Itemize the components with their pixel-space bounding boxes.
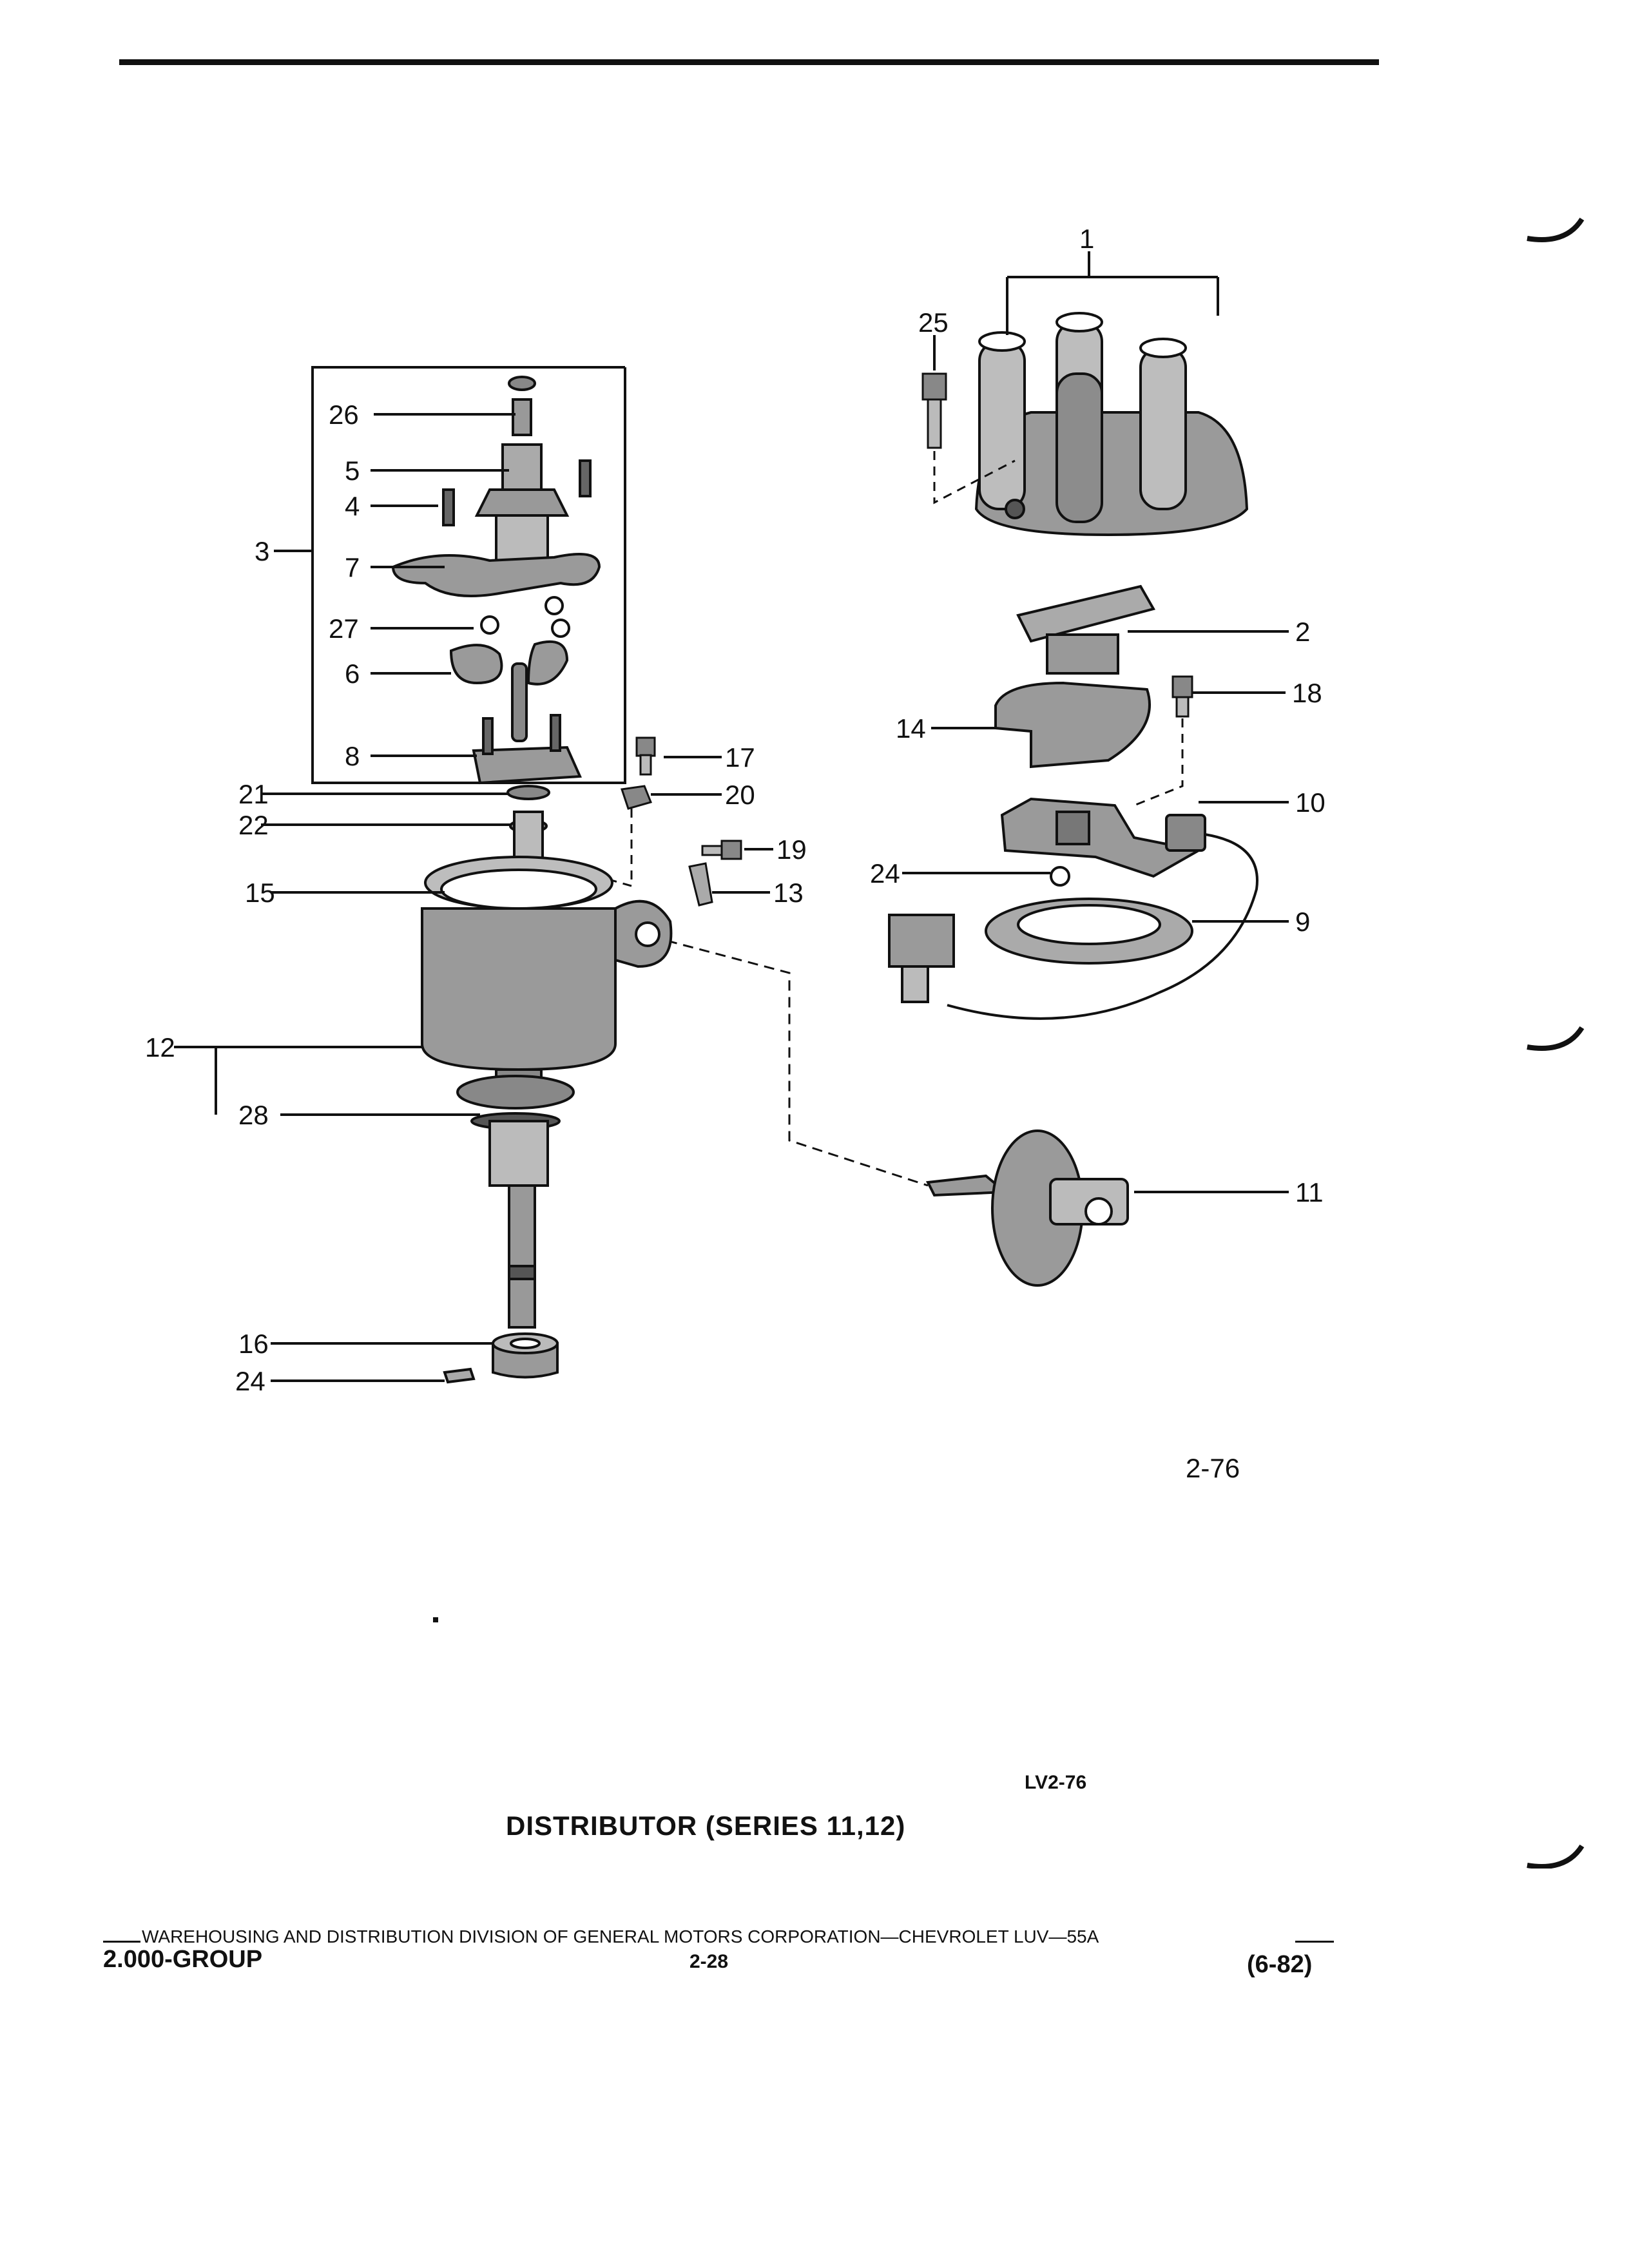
shield-14 [994, 681, 1151, 769]
callout-16: 16 [238, 1329, 269, 1359]
figure-number: 2-76 [1186, 1453, 1240, 1483]
drive-gear [443, 1332, 559, 1384]
advance-weights [449, 596, 570, 742]
callout-3: 3 [255, 536, 269, 566]
callout-11: 11 [1295, 1177, 1324, 1207]
footer-date: (6-82) [1247, 1951, 1313, 1978]
footer-rule-right [1295, 1941, 1334, 1943]
callout-10: 10 [1295, 787, 1325, 818]
callout-21: 21 [238, 779, 269, 809]
callout-22: 22 [238, 810, 269, 840]
cap-screw [921, 372, 947, 449]
figure-code: LV2-76 [1025, 1772, 1087, 1793]
footer-page-number: 2-28 [689, 1951, 729, 1972]
footer-group: 2.000-GROUP [103, 1946, 263, 1973]
e-ring-right [1050, 866, 1070, 887]
callout-27: 27 [329, 613, 359, 644]
governor-plate [472, 714, 582, 785]
callout-26: 26 [329, 399, 359, 430]
callout-1: 1 [1079, 224, 1094, 254]
cam-assembly [391, 376, 601, 597]
callout-4: 4 [345, 491, 360, 521]
callout-2: 2 [1295, 617, 1310, 647]
callout-7: 7 [345, 552, 360, 582]
small-hardware [621, 736, 742, 907]
callout-18: 18 [1292, 678, 1322, 708]
callout-17: 17 [725, 742, 755, 773]
leader-lines [174, 251, 1289, 1382]
pole-piece-9 [985, 898, 1193, 965]
callout-6: 6 [345, 658, 360, 689]
callout-12: 12 [145, 1032, 175, 1062]
callout-8: 8 [345, 741, 360, 771]
binder-marks [1527, 217, 1585, 1869]
screw-18 [1171, 675, 1193, 718]
footer: WAREHOUSING AND DISTRIBUTION DIVISION OF… [103, 1927, 1340, 2004]
callout-25: 25 [918, 307, 949, 338]
callout-labels: 1 25 26 5 4 3 7 27 6 8 21 22 15 12 28 16… [145, 224, 1325, 1396]
distributor-cap [974, 312, 1249, 537]
callout-9: 9 [1295, 907, 1310, 937]
stray-mark [433, 1617, 438, 1622]
vacuum-advance [925, 1129, 1129, 1287]
diagram-title: DISTRIBUTOR (SERIES 11,12) [506, 1811, 906, 1841]
callout-28: 28 [238, 1100, 269, 1130]
callout-19: 19 [776, 834, 807, 865]
footer-division-line: WAREHOUSING AND DISTRIBUTION DIVISION OF… [142, 1927, 1099, 1946]
callout-5: 5 [345, 456, 360, 486]
footer-rule-left [103, 1941, 140, 1943]
top-rule [119, 59, 1379, 65]
rotor [1016, 584, 1156, 675]
distributor-housing [421, 856, 673, 1329]
callout-20: 20 [725, 780, 755, 810]
group-box-3 [311, 366, 626, 784]
pickup-coil [888, 797, 1258, 1020]
callout-14: 14 [896, 713, 926, 744]
callout-15: 15 [245, 878, 275, 908]
callout-13: 13 [773, 878, 804, 908]
callout-24-left: 24 [235, 1366, 265, 1396]
callout-24-right: 24 [870, 858, 900, 889]
